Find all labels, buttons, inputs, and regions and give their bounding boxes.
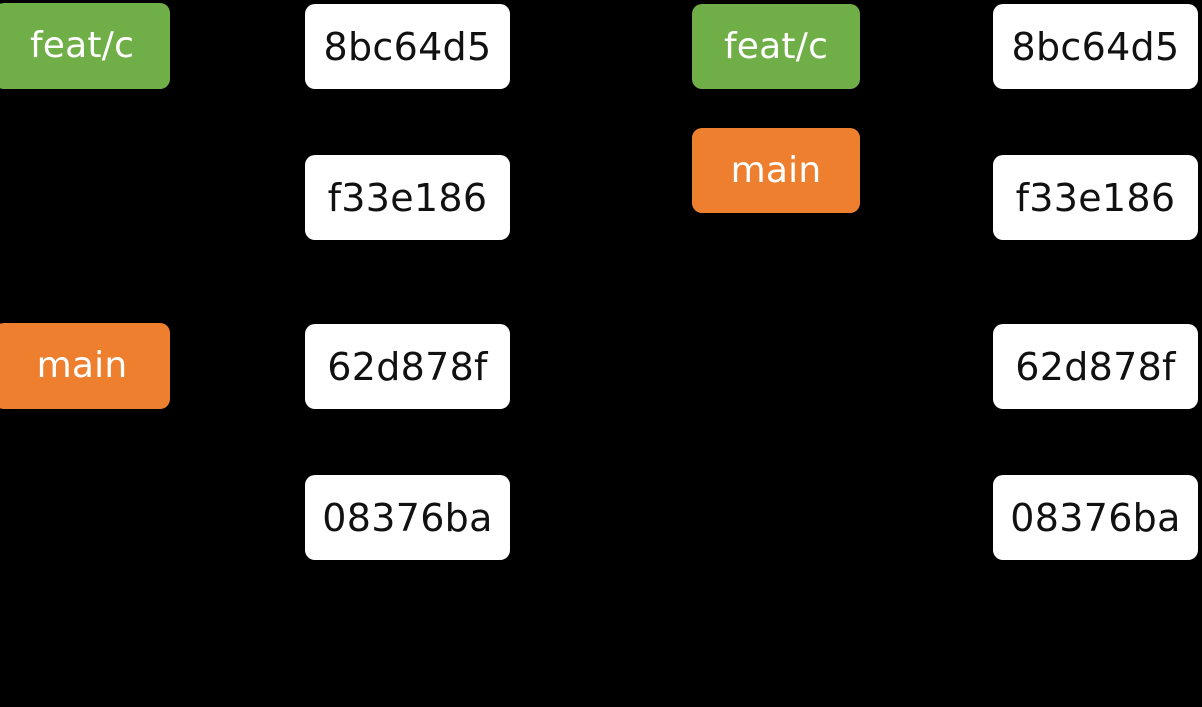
commit-node-f33e186-right[interactable]: f33e186 [993,155,1198,240]
commit-node-08376ba-left[interactable]: 08376ba [305,475,510,560]
commit-node-62d878f-left[interactable]: 62d878f [305,324,510,409]
commit-node-08376ba-right[interactable]: 08376ba [993,475,1198,560]
branch-label-feat-c-left[interactable]: feat/c [0,3,170,89]
branch-label-main-left[interactable]: main [0,323,170,409]
branch-label-feat-c-right[interactable]: feat/c [692,4,860,89]
commit-node-f33e186-left[interactable]: f33e186 [305,155,510,240]
branch-label-main-right[interactable]: main [692,128,860,213]
commit-node-62d878f-right[interactable]: 62d878f [993,324,1198,409]
commit-node-8bc64d5-left[interactable]: 8bc64d5 [305,4,510,89]
commit-node-8bc64d5-right[interactable]: 8bc64d5 [993,4,1198,89]
